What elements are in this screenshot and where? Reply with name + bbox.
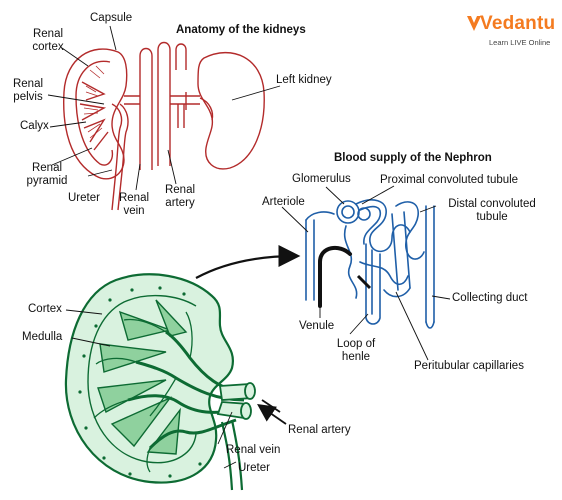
label-ureter-section: Ureter — [238, 462, 270, 474]
label-renal-cortex-1: Renal — [32, 28, 64, 40]
label-glomerulus: Glomerulus — [292, 173, 351, 185]
section-leader-lines — [65, 309, 237, 469]
label-proximal-tubule: Proximal convoluted tubule — [380, 174, 519, 186]
kidney-anatomy-figure — [63, 41, 265, 211]
nephron-figure — [305, 199, 435, 329]
vedantu-logo: Vedantu Learn LIVE Online — [466, 13, 556, 53]
label-renal-pyramid-1: Renal — [31, 162, 63, 174]
label-left-kidney: Left kidney — [276, 74, 332, 86]
vedantu-logo-icon — [467, 16, 481, 31]
label-loop-of-henle-2: henle — [341, 351, 371, 363]
label-renal-artery-1: Renal — [164, 184, 196, 196]
label-distal-tubule-1: Distal convoluted — [448, 198, 536, 210]
label-capsule: Capsule — [90, 12, 133, 24]
label-cortex: Cortex — [28, 303, 62, 315]
label-renal-artery-2: artery — [165, 197, 195, 209]
label-renal-vein-section: Renal vein — [226, 444, 281, 456]
label-loop-of-henle-1: Loop of — [336, 338, 376, 350]
label-peritubular-capillaries: Peritubular capillaries — [414, 360, 524, 372]
anatomy-leader-lines — [47, 25, 281, 191]
label-renal-vein-1: Renal — [118, 192, 150, 204]
logo-name: Vedantu — [480, 13, 556, 34]
label-venule: Venule — [299, 320, 335, 332]
kidney-section-figure — [64, 273, 256, 491]
label-renal-pelvis-1: Renal — [12, 78, 44, 90]
label-renal-pyramid-2: pyramid — [26, 175, 68, 187]
label-ureter-top: Ureter — [68, 192, 100, 204]
label-renal-pelvis-2: pelvis — [13, 91, 43, 103]
label-arteriole: Arteriole — [262, 196, 305, 208]
label-distal-tubule-2: tubule — [476, 211, 508, 223]
label-collecting-duct: Collecting duct — [452, 292, 528, 304]
left-kidney-outline — [197, 52, 265, 170]
label-renal-vein-2: vein — [123, 205, 145, 217]
label-renal-artery-section: Renal artery — [288, 424, 351, 436]
section-arrows — [257, 399, 287, 425]
label-renal-cortex-2: cortex — [32, 41, 64, 53]
nephron-title: Blood supply of the Nephron — [334, 152, 492, 164]
logo-tagline: Learn LIVE Online — [489, 38, 551, 47]
label-calyx: Calyx — [20, 120, 49, 132]
venule-vessel — [318, 245, 352, 308]
nephron-leader-lines — [281, 185, 451, 361]
anatomy-title: Anatomy of the kidneys — [176, 24, 306, 36]
label-medulla: Medulla — [22, 331, 63, 343]
zoom-arrow — [195, 245, 301, 279]
